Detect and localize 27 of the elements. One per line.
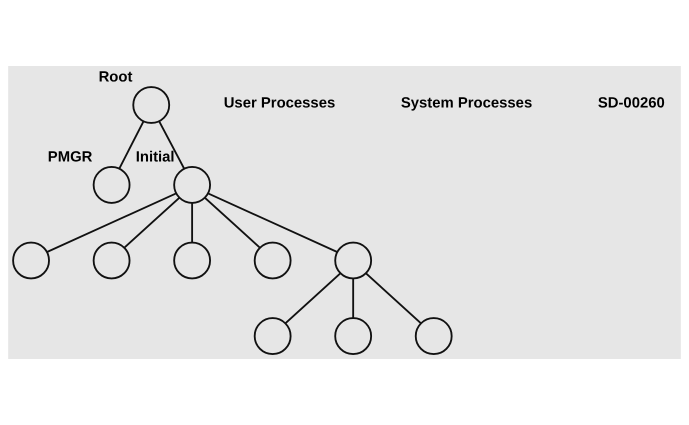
node-circle xyxy=(92,166,130,204)
node-circle xyxy=(173,166,212,204)
node-circle xyxy=(254,317,292,355)
connector xyxy=(158,120,185,169)
node-circle xyxy=(334,242,372,280)
label: SD-00260 xyxy=(598,96,665,112)
node-circle xyxy=(173,242,212,280)
node-circle xyxy=(12,242,50,280)
label: System Processes xyxy=(400,96,532,112)
connector xyxy=(285,272,341,324)
node-circle xyxy=(414,317,453,355)
connector xyxy=(118,121,144,169)
node-circle xyxy=(92,242,130,280)
node-label: Initial xyxy=(136,150,175,166)
node-circle xyxy=(334,317,372,355)
node-label: PMGR xyxy=(48,150,92,166)
connector xyxy=(352,278,354,318)
connector xyxy=(208,192,338,253)
connector xyxy=(46,192,176,253)
label: User Processes xyxy=(224,96,336,112)
node-circle xyxy=(132,86,170,124)
node-label: Root xyxy=(98,70,132,86)
node-circle xyxy=(254,242,292,280)
connector xyxy=(124,197,180,248)
connector xyxy=(204,197,260,248)
connector xyxy=(191,203,194,242)
connector xyxy=(365,272,422,324)
